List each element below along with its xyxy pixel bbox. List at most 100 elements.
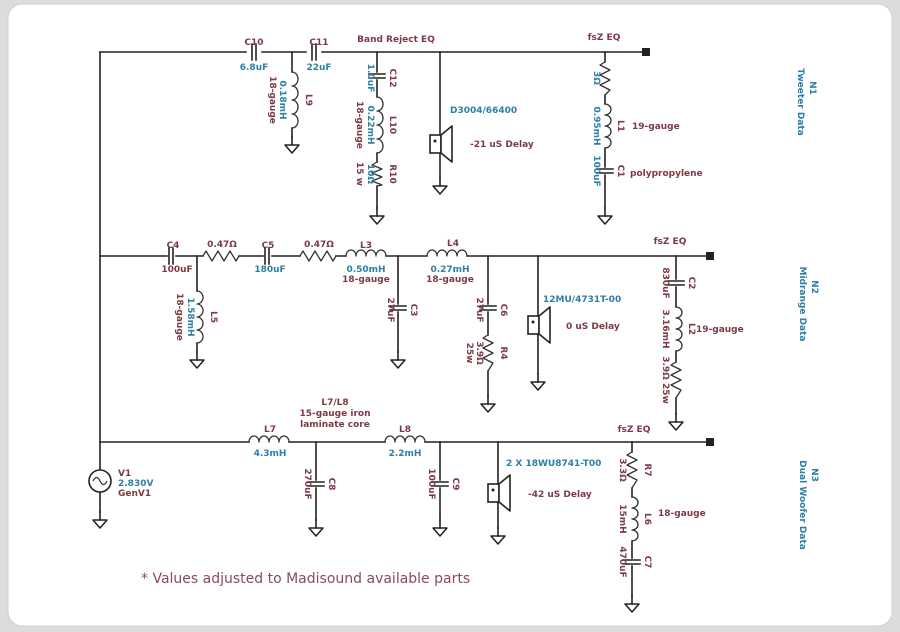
resistor-mid-1 [202,250,240,262]
net-n1-name: Tweeter Data [795,68,805,136]
capacitor-c5 [264,247,270,265]
title-label: Band Reject EQ [357,35,435,45]
net-n1: N1 [807,81,817,95]
r10-watt: 15 w [354,162,364,186]
inductor-l6 [631,496,639,542]
r4-value: 3.9Ω [474,341,484,365]
c4-value: 100uF [161,265,192,275]
net-n3-name: Dual Woofer Data [797,460,807,550]
capacitor-c2 [667,280,685,286]
inductor-l5 [196,290,204,344]
inductor-l4 [426,249,468,257]
inductor-l7 [248,435,290,443]
inductor-l9 [291,71,299,129]
c3-label: C3 [408,304,418,317]
c11-value: 22uF [306,63,331,73]
wires [99,51,709,597]
net-terminals [642,48,714,446]
c5-label: C5 [262,241,275,251]
capacitor-c7 [623,559,641,565]
inductor-l3 [345,249,387,257]
c3-value: 27uF [385,297,395,322]
capacitor-c1 [596,168,614,174]
l2-label: L2 [686,323,696,335]
resistor-mid-2-value: 0.47Ω [304,240,334,250]
l78-core-2: laminate core [300,420,370,430]
l78-label: L7/L8 [321,398,348,408]
net-n3: N3 [809,468,819,482]
l5-gauge: 18-gauge [174,293,184,341]
r7-value: 3.3Ω [617,458,627,482]
capacitor-c10 [251,43,257,61]
mid-driver-label: 12MU/4731T-00 [543,295,621,305]
c1-value: 100uF [591,155,601,186]
resistor-mid-2 [299,250,337,262]
l1-gauge: 19-gauge [632,122,680,132]
l7-label: L7 [264,425,276,435]
woofer-driver-label: 2 X 18WU8741-T00 [506,459,601,469]
mid-fsz-r-value: 3.9Ω 25w [660,356,670,404]
resistor-tweeter-fsz [599,61,611,96]
l9-label: L9 [303,94,313,106]
inductor-l2 [675,306,683,352]
resistor-r7 [626,451,638,489]
capacitor-c11 [311,43,317,61]
tweeter-r-value: 3Ω [591,71,601,85]
r4-watt: 25w [464,343,474,364]
l5-value: 1.58mH [185,297,195,336]
inductor-l1 [604,103,612,149]
l2-value: 3.16mH [660,309,670,348]
c9-label: C9 [450,478,460,491]
inductor-l10 [376,96,384,154]
tweeter-delay-label: -21 uS Delay [470,140,534,150]
c2-value: 830uF [660,267,670,298]
r7-label: R7 [642,463,652,476]
capacitor-c9 [431,481,449,487]
c12-label: C12 [387,68,397,87]
resistor-r10 [371,161,383,187]
l9-value: 0.18mH [277,80,287,119]
capacitor-c3 [389,305,407,311]
c4-label: C4 [167,241,180,251]
c6-label: C6 [498,304,508,317]
tweeter-driver-label: D3004/66400 [450,106,517,116]
c6-value: 27uF [474,297,484,322]
source-voltage: 2.830V [118,479,153,489]
c1-type: polypropylene [630,169,703,179]
resistor-mid-fsz [670,361,682,399]
inductor-l8 [384,435,426,443]
capacitor-c4 [168,247,174,265]
l5-label: L5 [208,311,218,323]
l6-label: L6 [642,513,652,525]
tweeter-fsz-label: fsZ EQ [588,33,621,43]
l10-value: 0.22mH [365,105,375,144]
l2-gauge: 19-gauge [696,325,744,335]
l3-value: 0.50mH [346,265,385,275]
l4-value: 0.27mH [430,265,469,275]
l7-value: 4.3mH [254,449,287,459]
l6-gauge: 18-gauge [658,509,706,519]
capacitor-c12 [368,73,386,79]
l78-core-1: 15-gauge iron [300,409,371,419]
r4-label: R4 [498,346,508,359]
resistor-mid-1-value: 0.47Ω [207,240,237,250]
resistor-r4 [482,334,494,372]
c7-label: C7 [642,556,652,569]
voltage-source-icon [88,469,112,493]
l10-label: L10 [387,116,397,134]
c1-label: C1 [615,165,625,178]
l4-gauge: 18-gauge [426,275,474,285]
mid-delay-label: 0 uS Delay [566,322,620,332]
l3-label: L3 [360,241,372,251]
l1-label: L1 [615,120,625,132]
footnote: * Values adjusted to Madisound available… [141,571,470,587]
net-n2-name: Midrange Data [797,266,807,341]
c10-label: C10 [244,38,263,48]
c5-value: 180uF [254,265,285,275]
capacitor-c8 [307,481,325,487]
r10-value: 10Ω [365,164,375,185]
l9-gauge: 18-gauge [267,76,277,124]
net-n2: N2 [809,280,819,294]
source-gen: GenV1 [118,489,151,499]
